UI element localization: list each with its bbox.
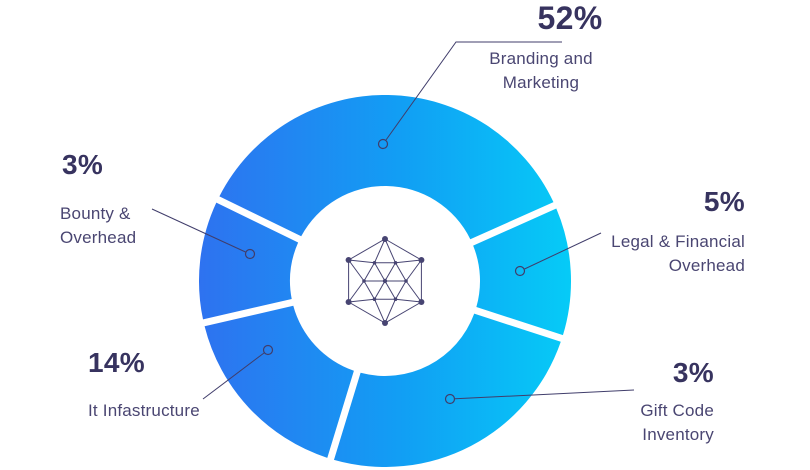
it-label: It Infastructure [88,399,200,423]
branding-leader-line [385,41,562,141]
gift-leader-line [454,389,635,400]
donut-segments [198,94,572,467]
legal-label: Legal & Financial Overhead [585,230,745,278]
gift-label-line2: Inventory [642,424,714,444]
branding-label-line1: Branding and [489,49,593,68]
branding-percentage: 52% [537,0,603,36]
bounty-leader-line [151,208,246,253]
bounty-label-line2: Overhead [60,227,137,247]
legal-anchor-dot [514,265,526,277]
it-leader-line [202,352,265,400]
donut-segment-bounty [198,202,299,320]
branding-anchor-dot [377,138,389,150]
gift-percentage: 3% [672,357,714,388]
gift-anchor-dot [444,393,456,405]
callout-leader-lines [151,41,635,405]
it-percentage: 14% [88,347,145,378]
donut-segment-legal [473,208,572,336]
legal-label-line2: Overhead [668,255,745,275]
center-network-logo-icon [345,236,425,326]
branding-label-line2: Marketing [502,72,580,92]
donut-segment-it [204,305,354,458]
gift-label: Gift Code Inventory [614,399,714,447]
bounty-anchor-dot [244,248,256,260]
bounty-percentage: 3% [62,149,104,180]
legal-percentage: 5% [703,186,745,217]
legal-leader-line [524,232,602,270]
donut-segment-gift [333,313,561,467]
legal-label-line1: Legal & Financial [611,232,745,251]
logo-spokes [348,238,422,324]
bounty-label-line1: Bounty & [60,204,131,223]
branding-label: Branding and Marketing [451,47,631,95]
it-anchor-dot [262,344,274,356]
logo-nodes [345,236,425,326]
gift-label-line1: Gift Code [640,401,714,420]
donut-segment-branding [219,94,554,240]
it-label-line1: It Infastructure [88,401,200,420]
bounty-label: Bounty & Overhead [60,202,136,250]
